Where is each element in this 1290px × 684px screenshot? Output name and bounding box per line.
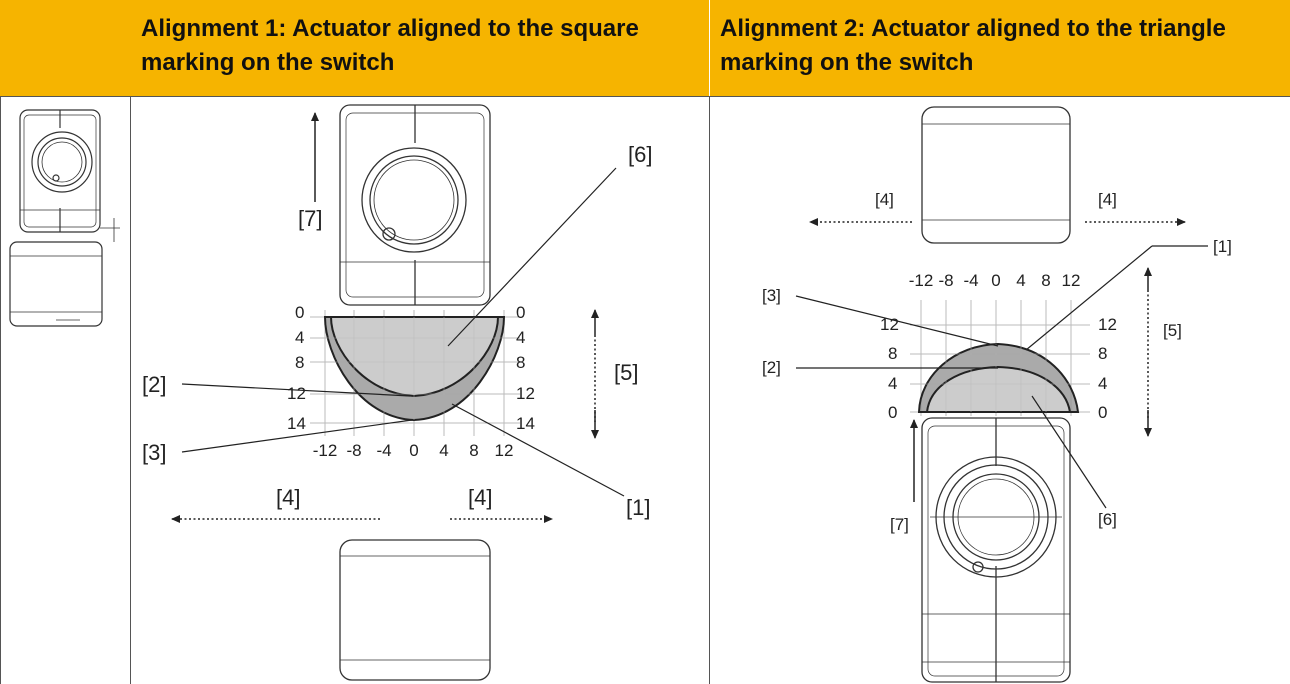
alignment-1-title: Alignment 1: Actuator aligned to the squ… <box>141 15 639 76</box>
leader-lines-a2 <box>795 245 1208 509</box>
header-cell-alignment-2: Alignment 2: Actuator aligned to the tri… <box>710 0 1290 96</box>
x-tick-a2: -12 <box>909 271 934 290</box>
x-tick-a1: -4 <box>376 441 391 460</box>
label-3: [3] <box>142 440 166 465</box>
x-tick-a2: -8 <box>938 271 953 290</box>
y-tick-left-a1: 4 <box>295 328 304 347</box>
y-tick-right-a2: 8 <box>1098 344 1107 363</box>
arrows-a1 <box>171 112 599 523</box>
y-tick-left-a2: 4 <box>888 374 897 393</box>
header-bottom-border <box>0 96 1290 97</box>
label-1: [1] <box>1213 237 1232 256</box>
switch-top-view-a2 <box>921 417 1071 683</box>
y-tick-left-a2: 8 <box>888 344 897 363</box>
label-6: [6] <box>628 142 652 167</box>
y-tick-right-a2: 4 <box>1098 374 1107 393</box>
label-4-left: [4] <box>875 190 894 209</box>
y-tick-right-a2: 0 <box>1098 403 1107 422</box>
label-7: [7] <box>298 206 322 231</box>
x-tick-a2: 0 <box>991 271 1000 290</box>
alignment-2-title: Alignment 2: Actuator aligned to the tri… <box>720 15 1226 76</box>
label-3: [3] <box>762 286 781 305</box>
y-tick-right-a1: 4 <box>516 328 525 347</box>
x-tick-a1: 8 <box>469 441 478 460</box>
header-cell-empty <box>0 0 131 96</box>
callout-labels-a2: [4] [4] [1] [3] [5] [2] [6] [7] <box>762 190 1232 534</box>
x-tick-a1: 12 <box>495 441 514 460</box>
reference-switch-front-view <box>19 109 120 242</box>
label-6: [6] <box>1098 510 1117 529</box>
x-tick-a2: 4 <box>1016 271 1025 290</box>
axis-ticks-a1: 0 4 8 12 14 0 4 8 12 14 -12 -8 -4 0 4 8 … <box>287 303 535 460</box>
y-tick-right-a1: 12 <box>516 384 535 403</box>
column-divider-2 <box>709 96 710 684</box>
label-7: [7] <box>890 515 909 534</box>
y-tick-left-a1: 14 <box>287 414 306 433</box>
x-tick-a2: 12 <box>1062 271 1081 290</box>
x-tick-a1: -8 <box>346 441 361 460</box>
reference-actuator-view <box>9 241 103 327</box>
label-1: [1] <box>626 495 650 520</box>
label-5: [5] <box>1163 321 1182 340</box>
label-2: [2] <box>142 372 166 397</box>
label-4-right: [4] <box>468 485 492 510</box>
y-tick-right-a1: 14 <box>516 414 535 433</box>
y-tick-right-a1: 0 <box>516 303 525 322</box>
x-tick-a1: 0 <box>409 441 418 460</box>
x-tick-a2: 8 <box>1041 271 1050 290</box>
y-tick-left-a2: 0 <box>888 403 897 422</box>
x-tick-a1: -12 <box>313 441 338 460</box>
axis-ticks-a2: 12 8 4 0 12 8 4 0 -12 -8 -4 0 4 8 12 <box>880 271 1117 422</box>
actuator-view-a2 <box>921 106 1071 244</box>
table-left-border <box>0 96 1 684</box>
label-4-right: [4] <box>1098 190 1117 209</box>
y-tick-right-a1: 8 <box>516 353 525 372</box>
y-tick-left-a1: 8 <box>295 353 304 372</box>
grid-overlay-a1 <box>325 317 504 420</box>
leader-lines-a1 <box>181 167 625 497</box>
x-tick-a1: 4 <box>439 441 448 460</box>
actuator-view-a1 <box>339 539 491 681</box>
label-5: [5] <box>614 360 638 385</box>
y-tick-left-a1: 0 <box>295 303 304 322</box>
column-divider-1 <box>130 96 131 684</box>
y-tick-right-a2: 12 <box>1098 315 1117 334</box>
switch-zone-inner-a2 <box>925 365 1072 413</box>
grid-overlay-a2 <box>925 344 1072 412</box>
callout-labels-a1: [6] [7] [5] [2] [3] [1] [4] [4] <box>142 142 652 520</box>
label-2: [2] <box>762 358 781 377</box>
switch-top-view-a1 <box>339 104 491 306</box>
label-4-left: [4] <box>276 485 300 510</box>
header-cell-alignment-1: Alignment 1: Actuator aligned to the squ… <box>131 0 709 96</box>
arrows-a2 <box>809 218 1186 502</box>
x-tick-a2: -4 <box>963 271 978 290</box>
y-tick-left-a1: 12 <box>287 384 306 403</box>
